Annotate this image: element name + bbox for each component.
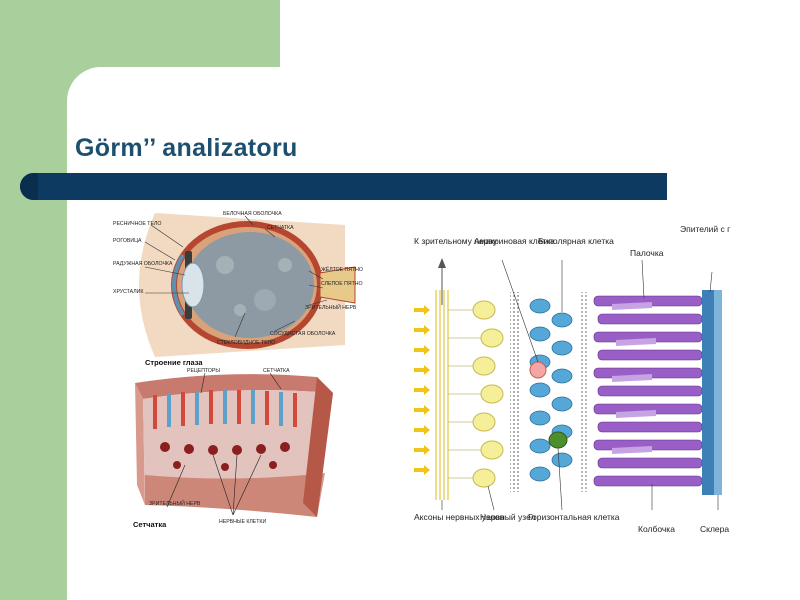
label-layer-sclera: Склера	[700, 524, 729, 534]
slide-title: Görm’’ analizatoru	[75, 134, 298, 162]
optic-nerve	[319, 266, 356, 304]
retina-layers-diagram: К зрительному нерву Амакриновая клетка Б…	[412, 210, 730, 555]
eyeball-vitreous	[186, 232, 314, 338]
title-underline-bar	[20, 173, 667, 200]
nerve-cell-layer	[160, 442, 290, 471]
lens	[181, 262, 205, 308]
label-receptors: РЕЦЕПТОРЫ	[187, 368, 220, 374]
sclera-layer	[714, 290, 722, 495]
label-vitreous: СТЕКЛОВИДНОЕ ТЕЛО	[217, 340, 275, 346]
label-cone: Колбочка	[638, 524, 675, 534]
receptor-layer	[153, 390, 297, 429]
label-block-optic-nerve: ЗРИТЕЛЬНЫЙ НЕРВ	[149, 499, 201, 507]
background-green-strip	[0, 0, 67, 600]
label-amacrine: Амакриновая клетка	[474, 236, 555, 246]
label-nerve-cells: НЕРВНЫЕ КЛЕТКИ	[219, 519, 266, 525]
amacrine-cell	[529, 361, 547, 379]
inner-plexiform-layer	[510, 292, 520, 492]
light-arrows	[414, 305, 430, 475]
label-choroid: СОСУДИСТАЯ ОБОЛОЧКА	[270, 331, 336, 337]
label-blind-spot: СЛЕПОЕ ПЯТНО	[321, 281, 363, 287]
retina-block-diagram: РЕЦЕПТОРЫ СЕТЧАТКА ЗРИТЕЛЬНЫЙ НЕРВ НЕРВН…	[133, 368, 333, 529]
label-cornea: РОГОВИЦА	[113, 238, 142, 244]
label-lens: ХРУСТАЛИК	[113, 289, 143, 295]
retina-block-side	[303, 377, 333, 517]
label-ganglion: Нервный узел	[480, 512, 536, 522]
label-bipolar: Биполярная клетка	[538, 236, 614, 246]
retina-block-caption: Сетчатка	[133, 520, 167, 529]
horizontal-cell	[548, 431, 568, 449]
retina-block-front	[135, 383, 145, 505]
label-epithelium: Эпителий с пигментным слоем	[680, 224, 730, 234]
label-rod: Палочка	[630, 248, 664, 258]
eye-diagram: РЕСНИЧНОЕ ТЕЛО РОГОВИЦА РАДУЖНАЯ ОБОЛОЧК…	[113, 211, 363, 367]
label-retina: СЕТЧАТКА	[267, 225, 294, 231]
eye-diagram-caption: Строение глаза	[145, 358, 203, 367]
label-sclera: БЕЛОЧНАЯ ОБОЛОЧКА	[223, 211, 282, 217]
retina-block-deep-layer	[145, 473, 325, 517]
outer-plexiform-layer	[580, 292, 588, 492]
cornea	[172, 253, 185, 317]
label-optic-nerve: ЗРИТЕЛЬНЫЙ НЕРВ	[305, 303, 357, 311]
title-underline-bar-cap	[20, 173, 38, 200]
label-axons: Аксоны нервных узлов	[414, 512, 505, 522]
pigment-epithelium	[702, 290, 714, 495]
label-iris: РАДУЖНАЯ ОБОЛОЧКА	[113, 261, 173, 267]
label-ciliary-body: РЕСНИЧНОЕ ТЕЛО	[113, 221, 161, 227]
axon-bundle	[435, 290, 449, 500]
photoreceptor-cells	[593, 295, 703, 487]
label-block-retina: СЕТЧАТКА	[263, 368, 290, 374]
label-to-optic-nerve: К зрительному нерву	[414, 236, 498, 246]
label-macula: ЖЁЛТОЕ ПЯТНО	[321, 266, 363, 273]
label-horizontal: Горизонтальная клетка	[528, 512, 620, 522]
